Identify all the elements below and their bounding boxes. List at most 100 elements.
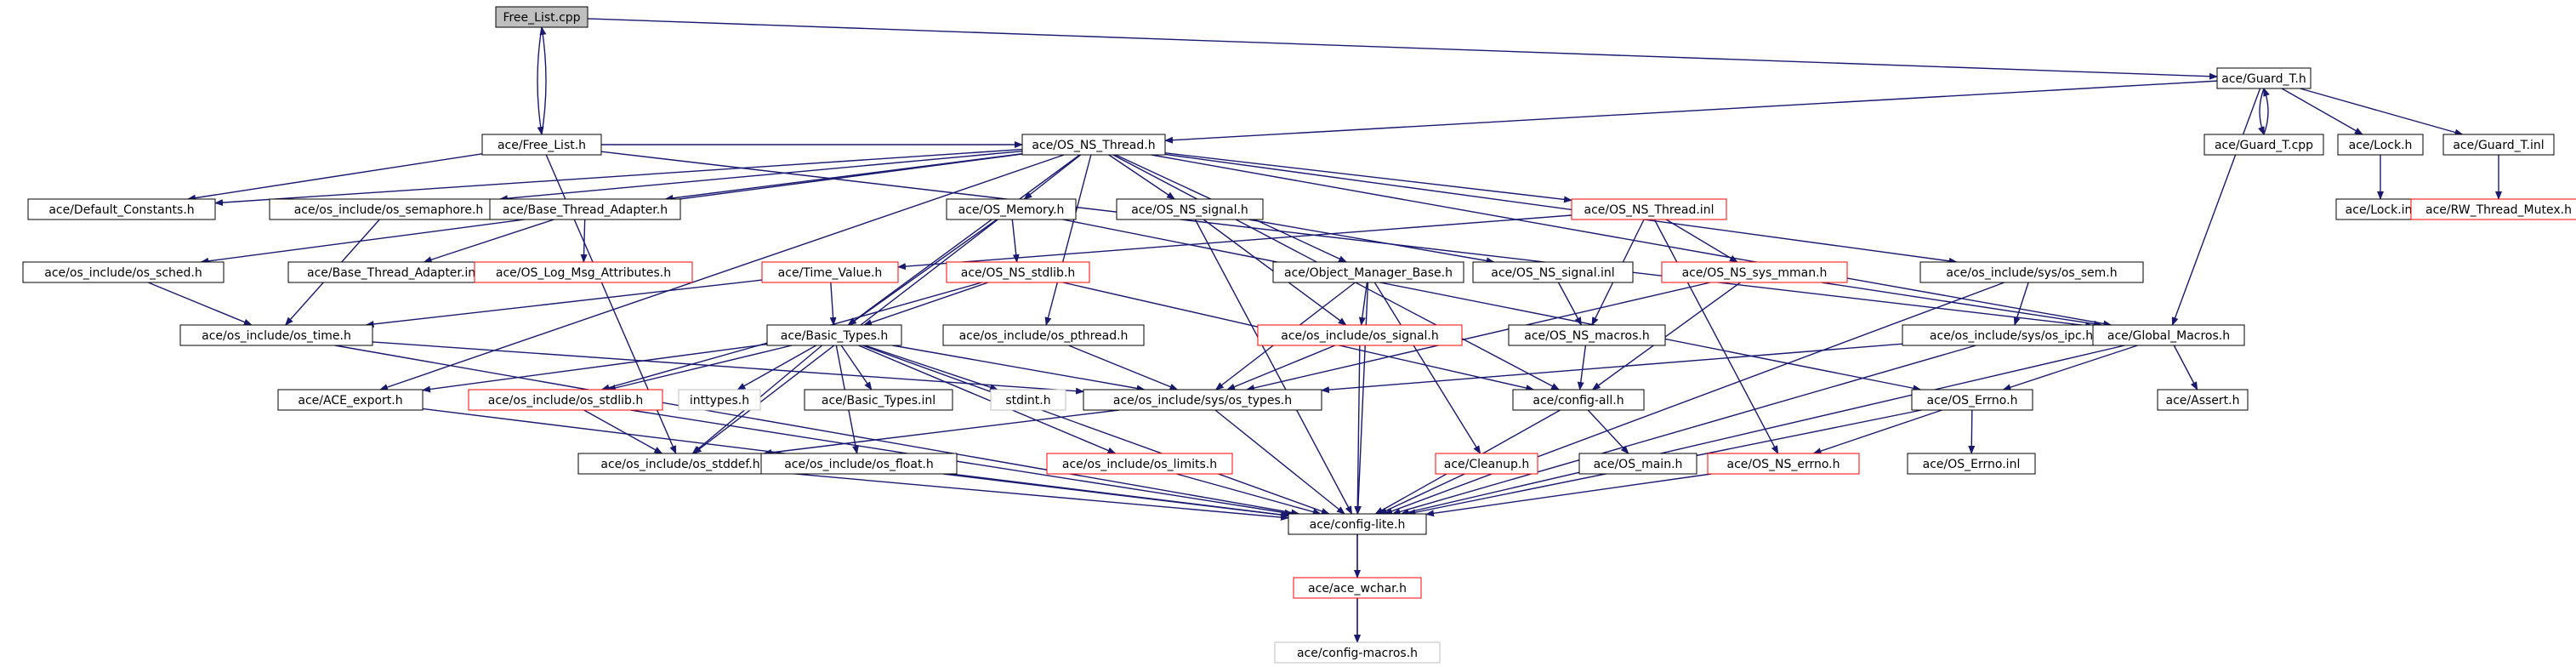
node-global-macros-h[interactable]: ace/Global_Macros.h <box>2092 324 2245 346</box>
node-label: ace/os_include/sys/os_ipc.h <box>1930 329 2093 343</box>
node-time-value-h[interactable]: ace/Time_Value.h <box>761 261 899 283</box>
node-base-thread-adapter-h[interactable]: ace/Base_Thread_Adapter.h <box>489 198 681 220</box>
node-config-macros-h[interactable]: ace/config-macros.h <box>1274 641 1441 664</box>
node-os-ns-errno-h[interactable]: ace/OS_NS_errno.h <box>1707 453 1860 475</box>
node-ace-wchar-h[interactable]: ace/ace_wchar.h <box>1293 577 1422 599</box>
node-os-stdlib-h[interactable]: ace/os_include/os_stdlib.h <box>468 389 663 411</box>
edge-basic_types_h-to-os_types_h <box>892 345 1146 392</box>
node-label: ace/Base_Thread_Adapter.h <box>503 203 668 217</box>
edge-time_value_h-to-basic_types_h <box>829 282 837 326</box>
edge-os_sem_h-to-os_ipc_h <box>2013 282 2029 326</box>
node-label: ace/Guard_T.inl <box>2453 139 2544 152</box>
node-os-ipc-h[interactable]: ace/os_include/sys/os_ipc.h <box>1902 324 2121 346</box>
node-os-time-h[interactable]: ace/os_include/os_time.h <box>179 324 373 346</box>
node-os-ns-macros-h[interactable]: ace/OS_NS_macros.h <box>1508 324 1666 346</box>
edge-free_list_cpp-to-guard_t_h <box>587 18 2218 80</box>
edge-os_errno_h-to-os_errno_inl <box>1968 409 1976 454</box>
node-guard-t-inl[interactable]: ace/Guard_T.inl <box>2442 134 2555 156</box>
node-label: ace/OS_NS_Thread.h <box>1032 139 1155 152</box>
edge-os_signal_h-to-os_types_h <box>1226 345 1336 391</box>
edge-os_ns_thread_h-to-os_ns_thread_inl <box>1164 152 1572 203</box>
edge-global_macros_h-to-assert_h <box>2173 345 2198 391</box>
node-label: Free_List.cpp <box>503 11 580 25</box>
edge-os_stdlib_h-to-config_lite_h <box>630 409 1294 516</box>
edge-os_time_h-to-config_lite_h <box>334 345 1300 516</box>
node-label: ace/OS_NS_signal.inl <box>1491 266 1614 280</box>
edge-os_ns_thread_h-to-os_pthread_h <box>1044 154 1092 326</box>
node-box <box>1578 453 1697 475</box>
node-label: ace/os_include/os_pthread.h <box>959 329 1129 343</box>
node-os-ns-signal-inl[interactable]: ace/OS_NS_signal.inl <box>1472 261 1634 283</box>
node-box <box>1435 453 1538 475</box>
edge-os_ns_thread_h-to-default_constants_h <box>214 148 1023 207</box>
node-os-ns-sys-mman-h[interactable]: ace/OS_NS_sys_mman.h <box>1661 261 1848 283</box>
node-label: ace/os_include/os_signal.h <box>1281 329 1439 343</box>
node-base-thread-adapter-inl[interactable]: ace/Base_Thread_Adapter.inl <box>287 261 498 283</box>
node-os-sem-h[interactable]: ace/os_include/sys/os_sem.h <box>1919 261 2144 283</box>
node-label: ace/OS_Errno.h <box>1927 394 2018 408</box>
node-os-float-h[interactable]: ace/os_include/os_float.h <box>760 453 958 475</box>
node-os-ns-signal-h[interactable]: ace/OS_NS_signal.h <box>1116 198 1264 220</box>
node-box <box>2410 198 2576 220</box>
edge-os_ns_sys_mman_h-to-config_all_h <box>1591 282 1741 391</box>
node-os-stddef-h[interactable]: ace/os_include/os_stddef.h <box>577 453 783 475</box>
node-box <box>942 324 1145 346</box>
node-object-manager-base-h[interactable]: ace/Object_Manager_Base.h <box>1272 261 1464 283</box>
node-os-ns-thread-inl[interactable]: ace/OS_NS_Thread.inl <box>1571 198 1727 220</box>
node-label: ace/OS_NS_Thread.inl <box>1584 203 1714 217</box>
node-os-ns-thread-h[interactable]: ace/OS_NS_Thread.h <box>1021 134 1166 156</box>
edge-guard_t_h-to-guard_t_inl <box>2300 88 2464 136</box>
node-config-all-h[interactable]: ace/config-all.h <box>1512 389 1645 411</box>
node-box <box>1272 261 1464 283</box>
node-label: ace/os_include/os_sched.h <box>44 266 202 280</box>
edge-os_ipc_h-to-os_types_h <box>1321 343 1903 394</box>
node-default-constants-h[interactable]: ace/Default_Constants.h <box>27 198 216 220</box>
node-os-main-h[interactable]: ace/OS_main.h <box>1578 453 1697 475</box>
node-guard-t-h[interactable]: ace/Guard_T.h <box>2216 67 2312 89</box>
node-box <box>2335 198 2425 220</box>
node-os-signal-h[interactable]: ace/os_include/os_signal.h <box>1257 324 1463 346</box>
edge-os_ns_thread_inl-to-os_ns_errno_h <box>1653 219 1779 454</box>
node-box <box>761 261 899 283</box>
node-lock-inl[interactable]: ace/Lock.inl <box>2335 198 2425 220</box>
edge-os_ns_macros_h-to-config_all_h <box>1577 345 1587 391</box>
edge-os_ipc_h-to-config_lite_h <box>1391 345 1976 516</box>
node-assert-h[interactable]: ace/Assert.h <box>2157 389 2249 411</box>
node-ace-export-h[interactable]: ace/ACE_export.h <box>277 389 424 411</box>
node-os-semaphore-h[interactable]: ace/os_include/os_semaphore.h <box>269 198 509 220</box>
node-box <box>1288 513 1427 535</box>
node-box <box>804 389 953 411</box>
node-guard-t-cpp[interactable]: ace/Guard_T.cpp <box>2204 134 2324 156</box>
node-free-list-cpp[interactable]: Free_List.cpp <box>495 6 589 28</box>
node-os-errno-h[interactable]: ace/OS_Errno.h <box>1911 389 2033 411</box>
node-config-lite-h[interactable]: ace/config-lite.h <box>1288 513 1427 535</box>
node-os-types-h[interactable]: ace/os_include/sys/os_types.h <box>1083 389 1322 411</box>
edge-os_ns_sys_mman_h-to-os_types_h <box>1245 282 1711 391</box>
node-os-log-msg-attributes-h[interactable]: ace/OS_Log_Msg_Attributes.h <box>474 261 693 283</box>
node-stdint-h[interactable]: stdint.h <box>990 389 1066 411</box>
node-os-sched-h[interactable]: ace/os_include/os_sched.h <box>22 261 225 283</box>
node-os-memory-h[interactable]: ace/OS_Memory.h <box>946 198 1077 220</box>
node-cleanup-h[interactable]: ace/Cleanup.h <box>1435 453 1538 475</box>
node-lock-h[interactable]: ace/Lock.h <box>2337 134 2424 156</box>
edge-guard_t_h-to-lock_h <box>2281 88 2363 135</box>
node-basic-types-h[interactable]: ace/Basic_Types.h <box>766 324 902 346</box>
node-os-limits-h[interactable]: ace/os_include/os_limits.h <box>1046 453 1233 475</box>
node-label: ace/Time_Value.h <box>778 266 883 280</box>
node-os-errno-inl[interactable]: ace/OS_Errno.inl <box>1907 453 2036 475</box>
edge-os_ns_errno_h-to-config_lite_h <box>1425 473 1712 517</box>
node-rw-thread-mutex-h[interactable]: ace/RW_Thread_Mutex.h <box>2410 198 2576 220</box>
node-basic-types-inl[interactable]: ace/Basic_Types.inl <box>804 389 953 411</box>
node-label: ace/OS_Errno.inl <box>1923 458 2021 471</box>
node-os-ns-stdlib-h[interactable]: ace/OS_NS_stdlib.h <box>946 261 1090 283</box>
node-box <box>990 389 1066 411</box>
node-box <box>481 134 602 156</box>
edge-os_memory_h-to-basic_types_h <box>848 219 998 326</box>
node-os-pthread-h[interactable]: ace/os_include/os_pthread.h <box>942 324 1145 346</box>
node-box <box>1512 389 1645 411</box>
node-free-list-h[interactable]: ace/Free_List.h <box>481 134 602 156</box>
node-inttypes-h[interactable]: inttypes.h <box>678 389 761 411</box>
node-label: ace/Basic_Types.h <box>781 329 888 343</box>
node-label: ace/Guard_T.h <box>2221 72 2306 86</box>
edge-basic_types_h-to-os_stdlib_h <box>606 345 793 391</box>
